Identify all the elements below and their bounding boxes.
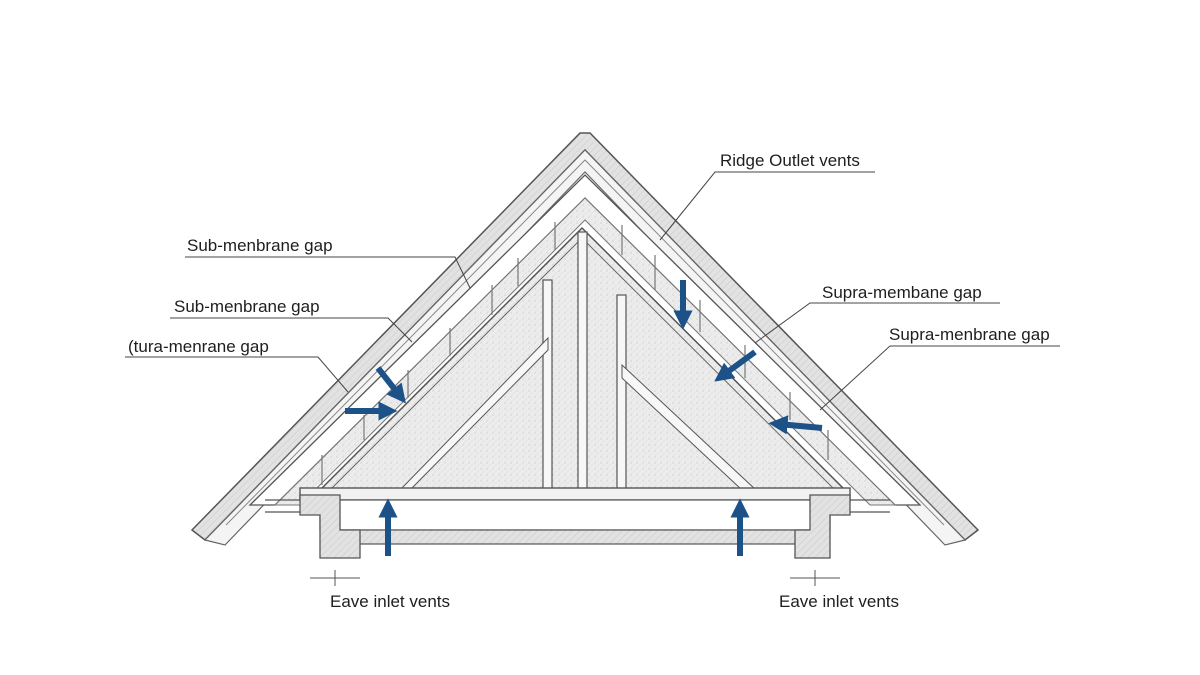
airflow-arrow-right-diagonal — [714, 349, 757, 382]
truss-frame — [318, 226, 847, 491]
label-sub-membrane-gap-2: Sub-menbrane gap — [174, 297, 320, 316]
ceiling-joist — [265, 487, 890, 586]
airflow-arrows — [345, 280, 823, 556]
leader-tura-membrane — [125, 356, 349, 393]
roof-cladding — [190, 132, 980, 546]
label-supra-membrane-gap-1: Supra-membane gap — [822, 283, 982, 302]
membrane-layer — [248, 174, 922, 506]
label-ridge-outlet-vents: Ridge Outlet vents — [720, 151, 860, 170]
airflow-arrow-right-horizontal — [768, 415, 823, 435]
leader-supra-membrane-1 — [754, 302, 1000, 344]
airflow-arrow-left-diagonal — [375, 366, 406, 404]
label-supra-membrane-gap-2: Supra-menbrane gap — [889, 325, 1050, 344]
label-sub-membrane-gap-1: Sub-menbrane gap — [187, 236, 333, 255]
leader-sub-membrane-2 — [170, 317, 413, 343]
label-eave-inlet-vents-right: Eave inlet vents — [779, 592, 900, 611]
label-eave-inlet-vents-left: Eave inlet vents — [330, 592, 451, 611]
leader-supra-membrane-2 — [819, 345, 1060, 411]
leader-lines — [125, 171, 1060, 411]
leader-sub-membrane-1 — [185, 256, 471, 289]
label-tura-membrane-gap: (tura-menrane gap — [128, 337, 269, 356]
leader-ridge-outlet — [659, 171, 875, 241]
